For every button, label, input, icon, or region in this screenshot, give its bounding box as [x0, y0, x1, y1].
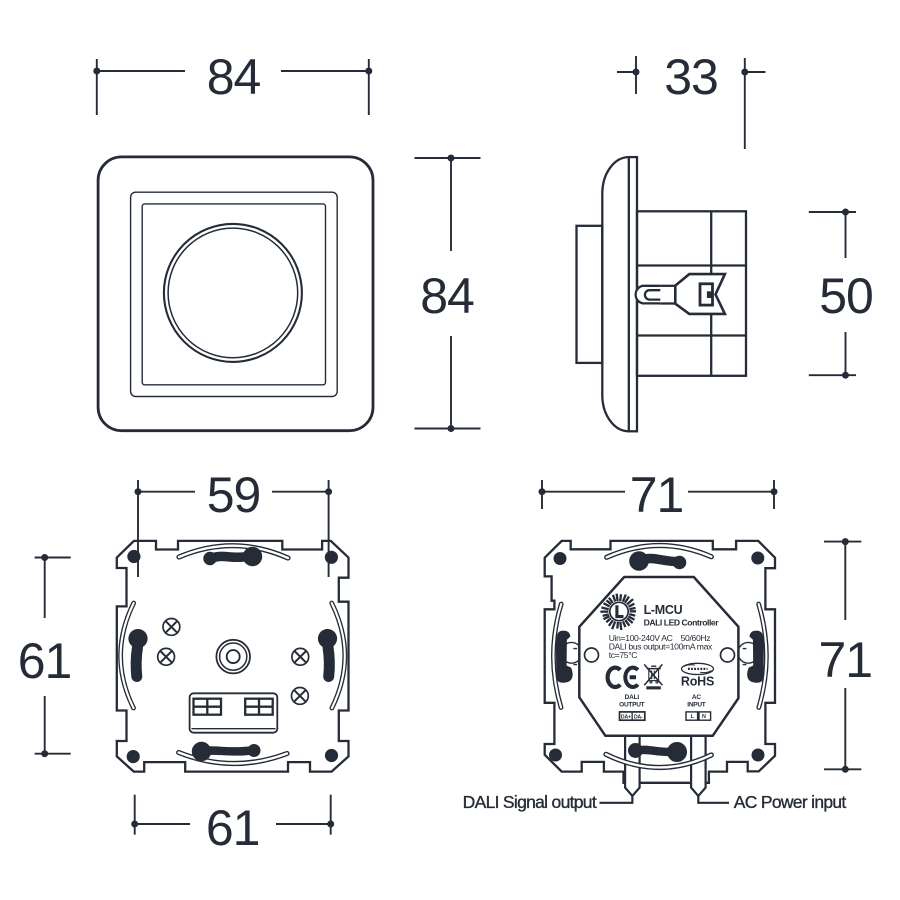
svg-text:84: 84 [207, 49, 261, 105]
svg-text:AC: AC [692, 694, 701, 701]
svg-text:DALI bus output=100mA max: DALI bus output=100mA max [609, 642, 713, 652]
svg-text:RoHS: RoHS [681, 675, 714, 689]
svg-text:DALI Signal output: DALI Signal output [463, 792, 597, 812]
svg-text:DALI: DALI [625, 694, 640, 701]
svg-text:71: 71 [818, 632, 872, 688]
svg-text:DALI LED Controller: DALI LED Controller [644, 618, 720, 628]
svg-text:tc=75°C: tc=75°C [609, 650, 638, 660]
svg-text:DA+: DA+ [621, 714, 631, 720]
svg-text:33: 33 [664, 49, 718, 105]
svg-text:AC Power input: AC Power input [734, 792, 847, 812]
svg-text:84: 84 [420, 268, 474, 324]
svg-text:71: 71 [630, 467, 684, 523]
svg-text:INPUT: INPUT [687, 702, 706, 709]
svg-text:N: N [702, 714, 706, 720]
svg-text:Uin=100-240V AC 50/60Hz: Uin=100-240V AC 50/60Hz [609, 633, 711, 643]
svg-text:61: 61 [18, 633, 72, 689]
svg-text:L: L [691, 714, 695, 720]
svg-text:OUTPUT: OUTPUT [619, 702, 645, 709]
svg-text:DA-: DA- [634, 714, 643, 720]
svg-text:50: 50 [819, 268, 873, 324]
svg-text:59: 59 [207, 467, 261, 523]
svg-text:L-MCU: L-MCU [644, 603, 683, 617]
svg-text:61: 61 [206, 800, 260, 856]
